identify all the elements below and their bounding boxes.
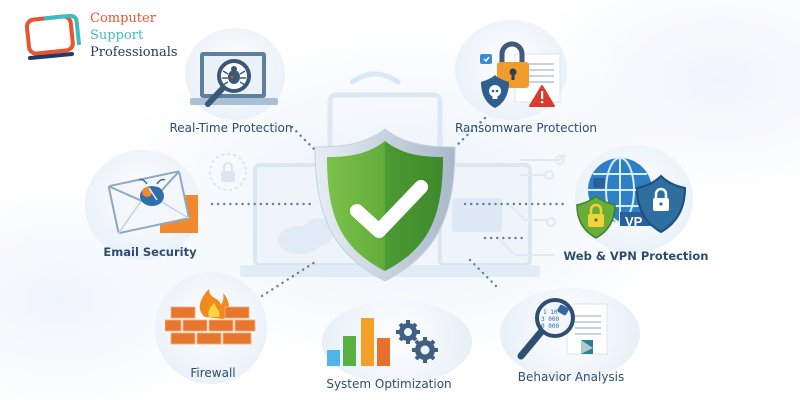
binary-line-2: 3 000 (541, 316, 559, 323)
feature-label-real-time-protection: Real-Time Protection (169, 121, 293, 135)
feature-label-ransomware-protection: Ransomware Protection (454, 121, 598, 135)
monitor-logo-icon (24, 14, 82, 60)
feature-label-email-security: Email Security (103, 245, 197, 259)
bar-chart-gears-icon (327, 318, 438, 366)
shield-check-icon (314, 128, 456, 282)
brick-wall-fire-icon (165, 289, 256, 345)
padlock-warning-icon (480, 41, 561, 108)
feature-label-behavior-analysis: Behavior Analysis (517, 370, 625, 384)
binary-line-3: 0 000 (541, 323, 559, 330)
envelope-bug-icon (107, 170, 198, 234)
company-logo[interactable]: Computer Support Professionals (18, 10, 198, 66)
magnifier-binary-icon: 1 10 3 000 0 000 (517, 298, 608, 360)
vpn-text: VP (625, 214, 643, 229)
logo-text: Computer Support Professionals (90, 10, 178, 61)
laptop-magnifier-bug-icon (190, 52, 278, 107)
logo-line-2: Support (90, 28, 144, 43)
binary-line-1: 1 10 (543, 309, 558, 316)
feature-label-web-vpn-protection: Web & VPN Protection (563, 249, 709, 263)
logo-line-3: Professionals (90, 45, 178, 60)
globe-vpn-shield-icon: VP (576, 157, 687, 239)
logo-line-1: Computer (90, 11, 156, 26)
feature-label-system-optimization: System Optimization (326, 377, 452, 391)
feature-label-firewall: Firewall (190, 366, 236, 380)
